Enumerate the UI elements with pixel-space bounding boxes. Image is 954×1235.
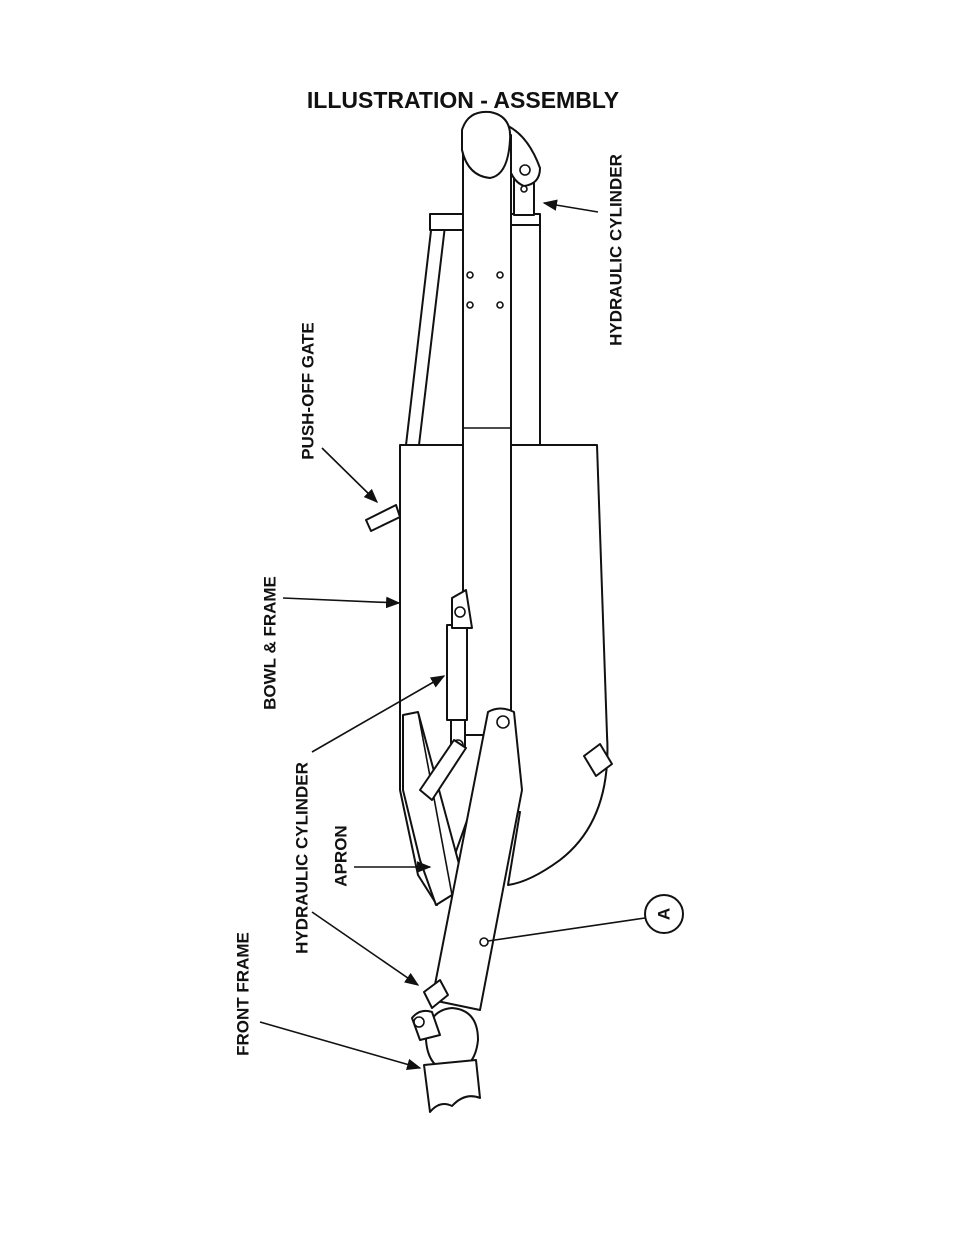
label-hydraulic-cylinder-top: HYDRAULIC CYLINDER [607, 154, 626, 346]
beam-bolt-hole [466, 301, 474, 309]
main-beam-body [462, 134, 512, 736]
front-frame [411, 707, 523, 1113]
front-frame-stub [423, 1059, 481, 1113]
callout-a-letter: A [655, 908, 674, 920]
hydraulic-cylinder-mid-leader [311, 675, 446, 753]
label-front-frame: FRONT FRAME [234, 932, 253, 1056]
main-beam [461, 110, 512, 736]
hydraulic-cylinder-top-leader [542, 199, 599, 213]
apron-link-arm [419, 739, 467, 801]
push-frame-rod [405, 221, 446, 446]
apron-plate [402, 711, 467, 906]
middle-hydraulic-cylinder [419, 589, 473, 801]
beam-bolt-hole [496, 301, 504, 309]
right-side-rail [509, 224, 541, 446]
push-off-gate-lever [365, 504, 401, 532]
front-frame-arm [431, 707, 523, 1011]
beam-bolt-hole [496, 271, 504, 279]
lower-cylinder-pin [413, 1016, 425, 1028]
bowl-and-frame-leader [282, 596, 401, 609]
push-off-gate-leader [321, 447, 379, 504]
apron [402, 711, 467, 906]
label-push-off-gate: PUSH-OFF GATE [299, 322, 318, 460]
label-bowl-and-frame: BOWL & FRAME [261, 576, 280, 710]
point-a-hole [479, 937, 489, 947]
rear-cylinder-bolt [520, 185, 528, 193]
bowl-and-frame [365, 444, 613, 906]
label-apron: APRON [332, 825, 351, 886]
rear-frame-assembly [405, 124, 541, 446]
bowl-side-block [583, 743, 613, 777]
beam-top-cap [461, 110, 512, 179]
callout-a-leader [487, 917, 646, 942]
callout-a: A [644, 894, 684, 934]
front-frame-leader [259, 1021, 422, 1070]
lower-cylinder-body [423, 979, 449, 1009]
hydraulic-cylinder-low-leader [311, 911, 420, 986]
label-hydraulic-cylinder-mid: HYDRAULIC CYLINDER [293, 762, 312, 954]
middle-cylinder-top-pin [454, 606, 466, 618]
apron-edge [417, 711, 453, 896]
leader-lines [259, 199, 646, 1070]
beam-bolt-hole [466, 271, 474, 279]
bowl-curve [507, 734, 609, 886]
rear-cylinder-pin [519, 164, 531, 176]
front-arm-top-pin [496, 715, 510, 729]
middle-cylinder-barrel [446, 624, 468, 721]
callout-a-circle [644, 894, 684, 934]
page-title: ILLUSTRATION - ASSEMBLY [307, 87, 619, 113]
